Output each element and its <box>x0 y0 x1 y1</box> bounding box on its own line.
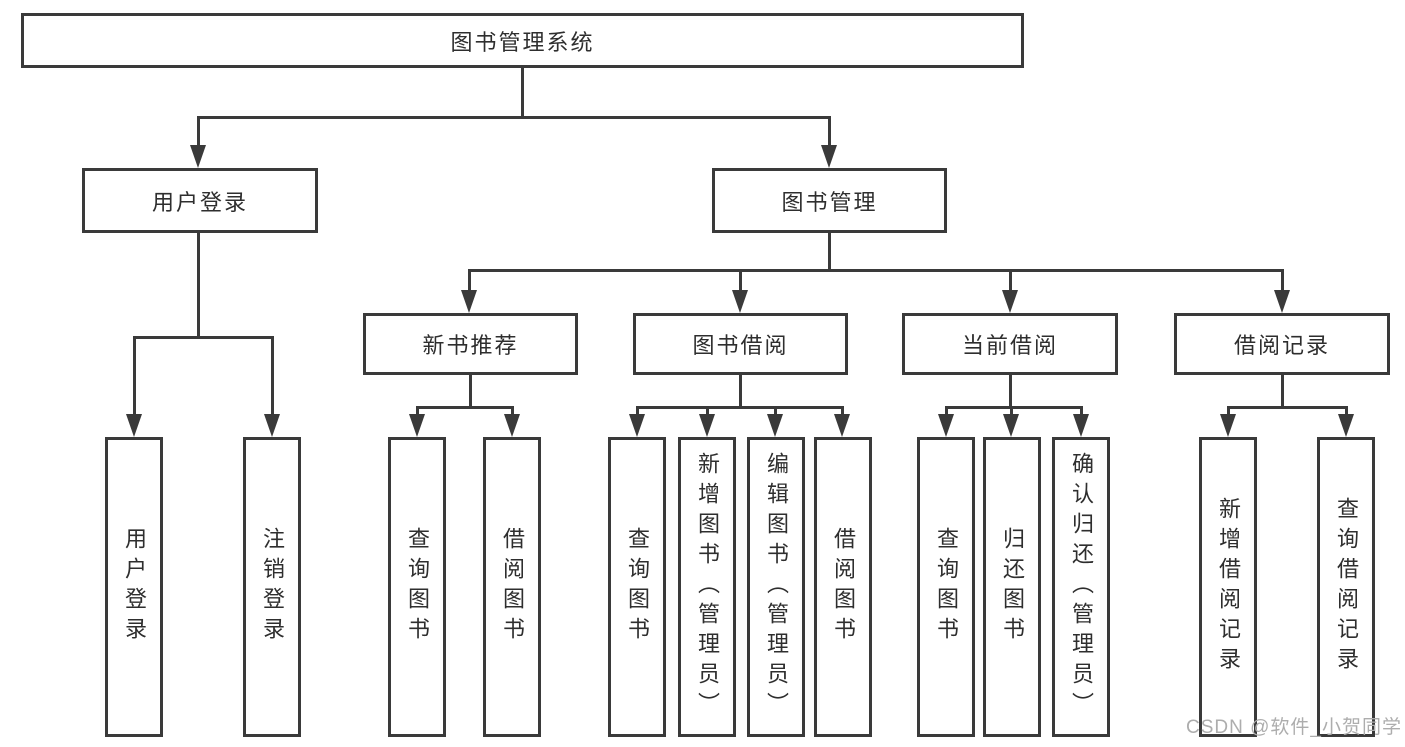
connector-segment <box>271 336 274 416</box>
leaf-label: 借阅图书 <box>500 527 525 647</box>
arrowhead-down-icon <box>190 145 206 168</box>
connector-segment <box>1009 269 1012 292</box>
connector-segment <box>197 233 200 338</box>
arrowhead-down-icon <box>732 290 748 313</box>
node-root-label: 图书管理系统 <box>450 29 595 55</box>
node-book-borrow: 图书借阅 <box>633 313 848 375</box>
node-root: 图书管理系统 <box>21 13 1024 68</box>
arrowhead-down-icon <box>1002 290 1018 313</box>
connector-segment <box>1281 375 1284 408</box>
leaf-label: 注销登录 <box>260 527 285 647</box>
leaf-label: 查询图书 <box>625 527 650 647</box>
connector-splitter <box>636 406 844 409</box>
connector-root-branch <box>197 116 831 119</box>
leaf-record-add-borrow-record: 新增借阅记录 <box>1199 437 1257 737</box>
arrowhead-down-icon <box>629 414 645 437</box>
arrowhead-down-icon <box>504 414 520 437</box>
leaf-current-confirm-return-admin: 确认归还（管理员） <box>1052 437 1110 737</box>
arrowhead-down-icon <box>821 145 837 168</box>
node-user-login: 用户登录 <box>82 168 318 233</box>
arrowhead-down-icon <box>461 290 477 313</box>
arrowhead-down-icon <box>126 414 142 437</box>
connector-segment <box>468 269 471 292</box>
leaf-borrow-edit-books-admin: 编辑图书（管理员） <box>747 437 805 737</box>
node-new-book-recommend: 新书推荐 <box>363 313 578 375</box>
leaf-label: 归还图书 <box>1000 527 1025 647</box>
arrowhead-down-icon <box>767 414 783 437</box>
connector-segment <box>1009 375 1012 408</box>
leaf-label: 新增图书（管理员） <box>695 452 720 722</box>
leaf-borrow-borrow-books: 借阅图书 <box>814 437 872 737</box>
node-label: 当前借阅 <box>961 333 1058 358</box>
connector-segment <box>841 406 844 415</box>
leaf-record-query-borrow-record: 查询借阅记录 <box>1317 437 1375 737</box>
connector-segment <box>945 406 948 415</box>
arrowhead-down-icon <box>1274 290 1290 313</box>
connector-segment <box>828 116 831 147</box>
connector-splitter <box>1227 406 1348 409</box>
arrowhead-down-icon <box>1073 414 1089 437</box>
arrowhead-down-icon <box>264 414 280 437</box>
leaf-label: 借阅图书 <box>831 527 856 647</box>
connector-root-stem <box>521 68 524 118</box>
connector-segment <box>1345 406 1348 415</box>
leaf-newbook-query-books: 查询图书 <box>388 437 446 737</box>
connector-segment <box>1227 406 1230 415</box>
leaf-label: 查询借阅记录 <box>1334 497 1359 677</box>
arrowhead-down-icon <box>699 414 715 437</box>
leaf-newbook-borrow-books: 借阅图书 <box>483 437 541 737</box>
node-current-borrow: 当前借阅 <box>902 313 1118 375</box>
leaf-label: 用户登录 <box>122 527 147 647</box>
csdn-watermark: CSDN @软件_小贺同学 <box>1186 717 1402 738</box>
connector-segment <box>739 375 742 408</box>
arrowhead-down-icon <box>409 414 425 437</box>
leaf-logout-login: 注销登录 <box>243 437 301 737</box>
connector-splitter <box>133 336 274 339</box>
connector-segment <box>1080 406 1083 415</box>
connector-segment <box>828 233 831 272</box>
leaf-current-return-books: 归还图书 <box>983 437 1041 737</box>
leaf-current-query-books: 查询图书 <box>917 437 975 737</box>
connector-segment <box>774 406 777 415</box>
arrowhead-down-icon <box>938 414 954 437</box>
arrowhead-down-icon <box>1003 414 1019 437</box>
leaf-label: 查询图书 <box>405 527 430 647</box>
connector-segment <box>133 336 136 416</box>
leaf-borrow-add-books-admin: 新增图书（管理员） <box>678 437 736 737</box>
arrowhead-down-icon <box>1338 414 1354 437</box>
arrowhead-down-icon <box>1220 414 1236 437</box>
connector-segment <box>1010 406 1013 415</box>
node-label: 图书借阅 <box>692 333 789 358</box>
leaf-label: 确认归还（管理员） <box>1069 452 1094 722</box>
node-borrow-record: 借阅记录 <box>1174 313 1390 375</box>
leaf-borrow-query-books: 查询图书 <box>608 437 666 737</box>
connector-segment <box>636 406 639 415</box>
node-book-management: 图书管理 <box>712 168 947 233</box>
leaf-label: 查询图书 <box>934 527 959 647</box>
connector-segment <box>197 116 200 147</box>
connector-segment <box>469 375 472 408</box>
node-label: 新书推荐 <box>422 333 519 358</box>
leaf-user-login: 用户登录 <box>105 437 163 737</box>
leaf-label: 新增借阅记录 <box>1216 497 1241 677</box>
connector-level3-branch <box>468 269 1283 272</box>
leaf-label: 编辑图书（管理员） <box>764 452 789 722</box>
connector-splitter <box>945 406 1083 409</box>
node-label: 用户登录 <box>151 189 248 215</box>
connector-splitter <box>416 406 514 409</box>
arrowhead-down-icon <box>834 414 850 437</box>
connector-segment <box>416 406 419 415</box>
node-label: 借阅记录 <box>1233 333 1330 358</box>
connector-segment <box>706 406 709 415</box>
connector-segment <box>1281 269 1284 292</box>
connector-segment <box>739 269 742 292</box>
node-label: 图书管理 <box>781 189 878 215</box>
connector-segment <box>511 406 514 415</box>
